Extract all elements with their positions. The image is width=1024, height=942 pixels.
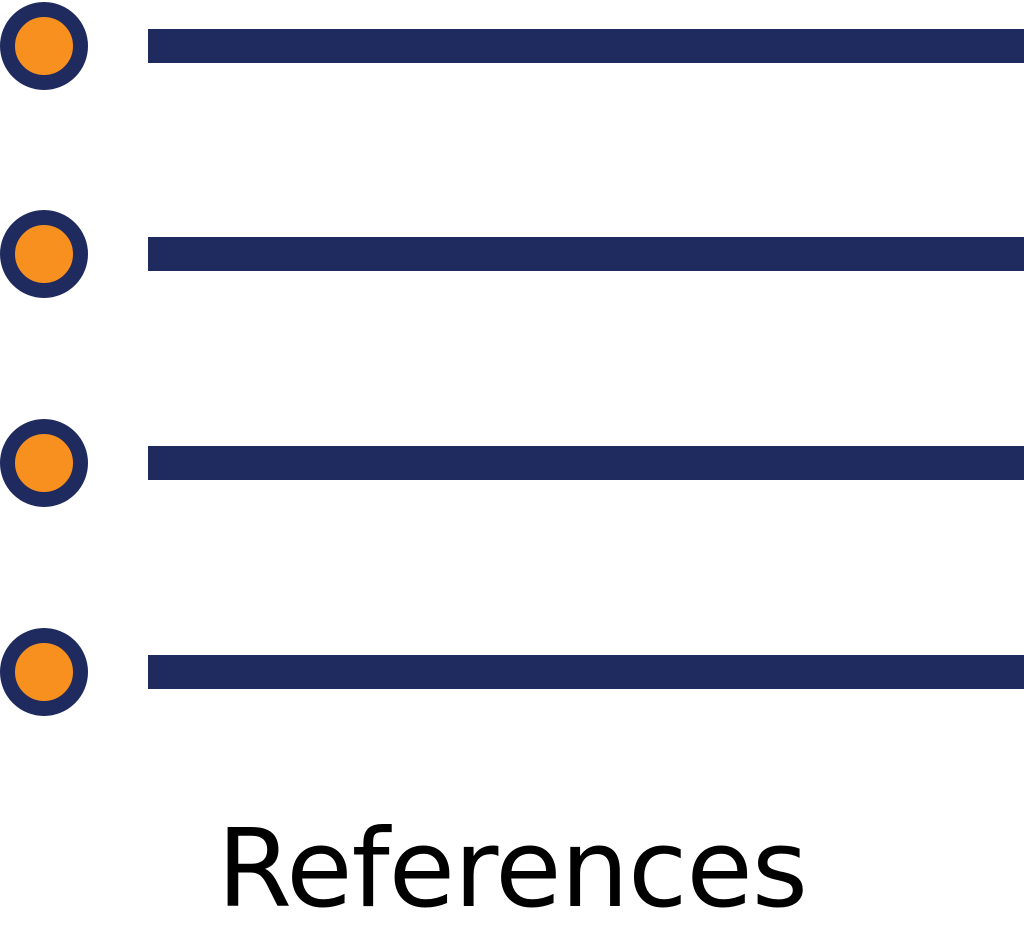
list-line: [148, 29, 1024, 63]
list-row-2: [0, 210, 1024, 300]
list-row-3: [0, 419, 1024, 509]
bullet-dot-icon: [0, 210, 88, 298]
list-row-1: [0, 2, 1024, 92]
list-line: [148, 237, 1024, 271]
list-line: [148, 446, 1024, 480]
bullet-dot-icon: [0, 419, 88, 507]
bullet-dot-icon: [0, 2, 88, 90]
list-row-4: [0, 628, 1024, 718]
caption-title: References: [216, 807, 808, 932]
bullet-dot-icon: [0, 628, 88, 716]
list-line: [148, 655, 1024, 689]
